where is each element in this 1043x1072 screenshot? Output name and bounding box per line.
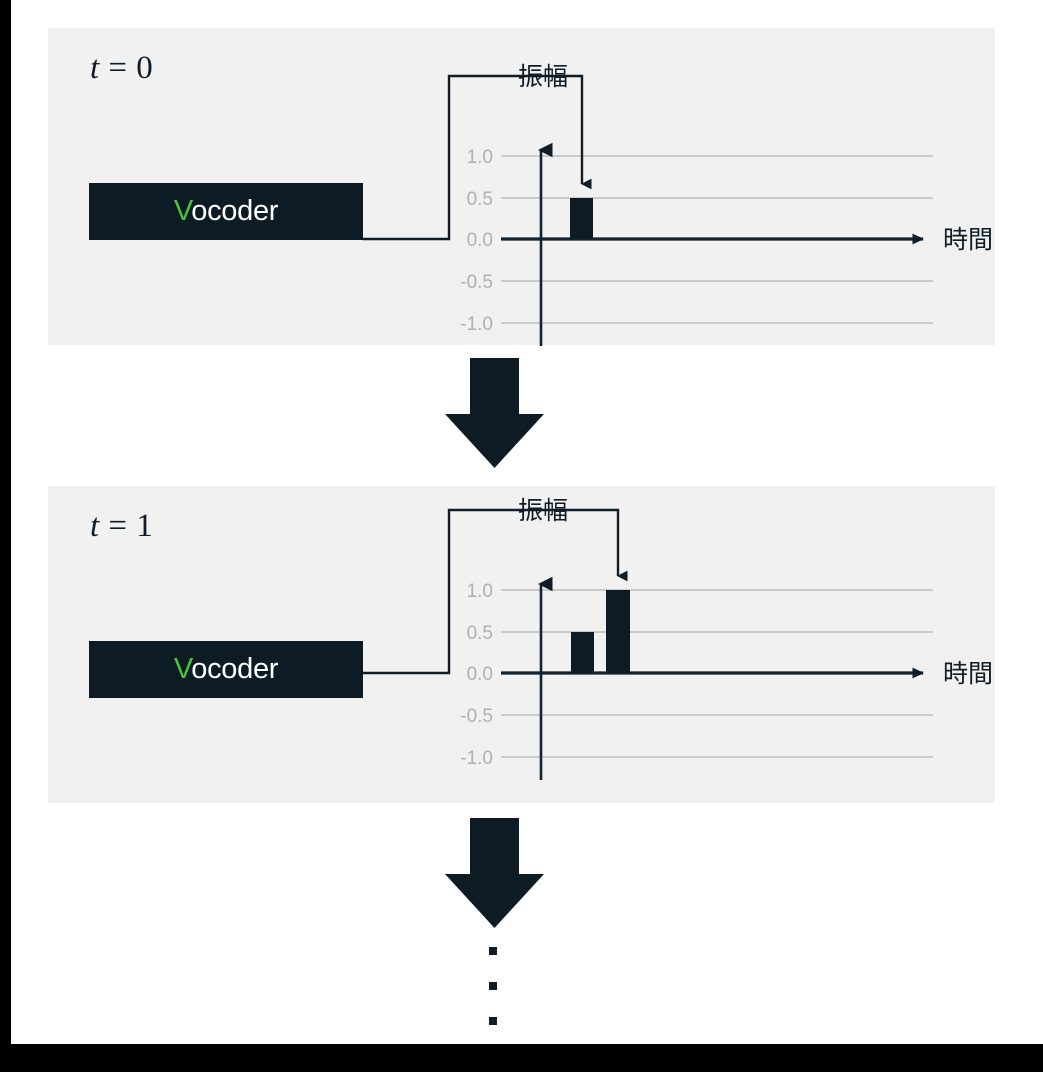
step-label-operator: = — [108, 508, 128, 544]
chart-bar — [570, 198, 593, 239]
left-edge-bar — [0, 0, 11, 1072]
y-tick-label: 0.5 — [467, 189, 493, 210]
vocoder-label-rest: ocoder — [191, 653, 279, 685]
vocoder-label-rest: ocoder — [191, 195, 279, 227]
chart-y-axis-title: 振幅 — [518, 497, 568, 525]
ellipsis-dot — [489, 1017, 497, 1025]
continuation-ellipsis — [486, 947, 500, 1025]
vocoder-module-label: Vocoder — [173, 195, 279, 227]
step-label-variable: t — [90, 50, 100, 86]
chart-x-axis-title: 時間 — [943, 226, 993, 254]
ellipsis-dot — [489, 947, 497, 955]
step-label-value: 0 — [136, 50, 154, 86]
chart-y-tick-labels: 1.0 0.5 0.0 -0.5 -1.0 — [460, 147, 493, 335]
feedback-connector — [363, 508, 628, 675]
chart-bar — [606, 590, 630, 673]
y-tick-label: -0.5 — [460, 272, 493, 293]
panel-step-t1: t = 1 Vocoder 1.0 0.5 0.0 — [48, 486, 995, 803]
y-tick-label: -0.5 — [460, 706, 493, 727]
vocoder-module-box[interactable]: Vocoder — [89, 641, 363, 698]
chart-bar — [571, 632, 594, 673]
ellipsis-dot — [489, 982, 497, 990]
feedback-connector — [363, 74, 592, 241]
y-tick-label: 0.0 — [467, 230, 493, 251]
waveform-chart-t0: 1.0 0.5 0.0 -0.5 -1.0 振幅 時間 — [363, 63, 993, 346]
y-tick-label: 1.0 — [467, 147, 493, 168]
flow-arrow-down-1 — [445, 358, 544, 468]
y-tick-label: -1.0 — [460, 748, 493, 769]
vocoder-label-initial: V — [173, 195, 192, 227]
flow-arrow-down-2 — [445, 818, 544, 928]
panel-step-t0: t = 0 Vocoder 1.0 0.5 — [48, 28, 995, 346]
y-tick-label: 0.0 — [467, 664, 493, 685]
y-tick-label: 1.0 — [467, 581, 493, 602]
chart-y-axis-title: 振幅 — [518, 63, 568, 91]
chart-y-tick-labels: 1.0 0.5 0.0 -0.5 -1.0 — [460, 581, 493, 769]
vocoder-module-label: Vocoder — [173, 653, 279, 685]
bottom-edge-bar — [0, 1044, 1043, 1072]
waveform-chart-t1: 1.0 0.5 0.0 -0.5 -1.0 振幅 時間 — [363, 497, 993, 780]
step-label-t0: t = 0 — [90, 50, 153, 87]
vocoder-label-initial: V — [173, 653, 192, 685]
step-label-value: 1 — [136, 508, 154, 544]
y-tick-label: -1.0 — [460, 314, 493, 335]
chart-gridlines — [501, 589, 933, 758]
step-label-operator: = — [108, 50, 128, 86]
y-tick-label: 0.5 — [467, 623, 493, 644]
step-label-variable: t — [90, 508, 100, 544]
step-label-t1: t = 1 — [90, 508, 153, 545]
chart-x-axis-title: 時間 — [943, 660, 993, 688]
vocoder-module-box[interactable]: Vocoder — [89, 183, 363, 240]
